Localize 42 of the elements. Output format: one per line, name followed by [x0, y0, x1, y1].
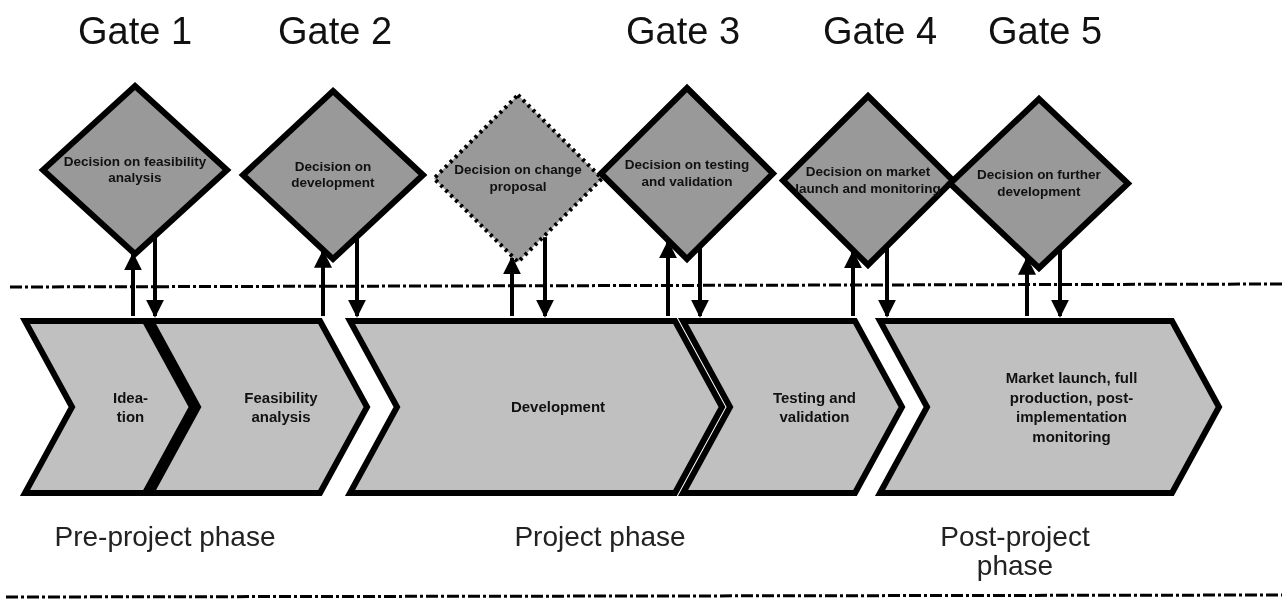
process-step	[148, 318, 370, 496]
gate-label: Gate 3	[625, 10, 741, 53]
arrow	[503, 256, 521, 316]
decision-diamond	[780, 93, 956, 268]
decision-diamond	[431, 92, 605, 265]
gate-label: Gate 1	[77, 10, 193, 53]
decision-diamond	[40, 83, 230, 257]
decision-label: Decision on feasibility analysis	[62, 153, 208, 187]
arrow	[536, 237, 554, 318]
decision-label: Decision on development	[290, 158, 376, 192]
phase-step-label: Market launch, full production, post- implementation monitoring	[1004, 368, 1139, 446]
arrow	[844, 250, 862, 316]
process-step	[347, 318, 725, 496]
phase-label: Project phase	[514, 522, 686, 552]
decision-label: Decision on testing and validation	[623, 157, 751, 190]
process-step	[680, 318, 905, 496]
phase-step-label: Idea- tion	[112, 387, 149, 427]
arrow	[146, 237, 164, 318]
decision-diamond	[598, 85, 776, 262]
arrow	[691, 248, 709, 318]
decision-label: Decision on market launch and monitoring	[794, 164, 942, 197]
arrow	[659, 240, 677, 316]
decision-label: Decision on further development	[976, 167, 1102, 200]
gate-label: Gate 4	[822, 10, 938, 53]
arrow	[1051, 250, 1069, 318]
phase-label: Post-project phase	[939, 522, 1091, 581]
phase-step-label: Testing and validation	[771, 387, 858, 427]
arrow	[878, 248, 896, 318]
process-step	[22, 318, 195, 496]
arrow	[1018, 256, 1036, 316]
gate-label: Gate 2	[277, 10, 393, 53]
phase-step-label: Feasibility analysis	[243, 387, 319, 427]
arrow	[124, 252, 142, 316]
arrow	[314, 249, 332, 316]
process-step	[877, 318, 1222, 496]
arrow	[348, 238, 366, 318]
decision-diamond	[947, 96, 1131, 271]
phase-label: Pre-project phase	[54, 522, 276, 552]
phase-step-label: Development	[510, 397, 606, 417]
gate-label: Gate 5	[987, 10, 1103, 53]
decision-diamond	[240, 88, 426, 262]
decision-label: Decision on change proposal	[453, 162, 583, 195]
